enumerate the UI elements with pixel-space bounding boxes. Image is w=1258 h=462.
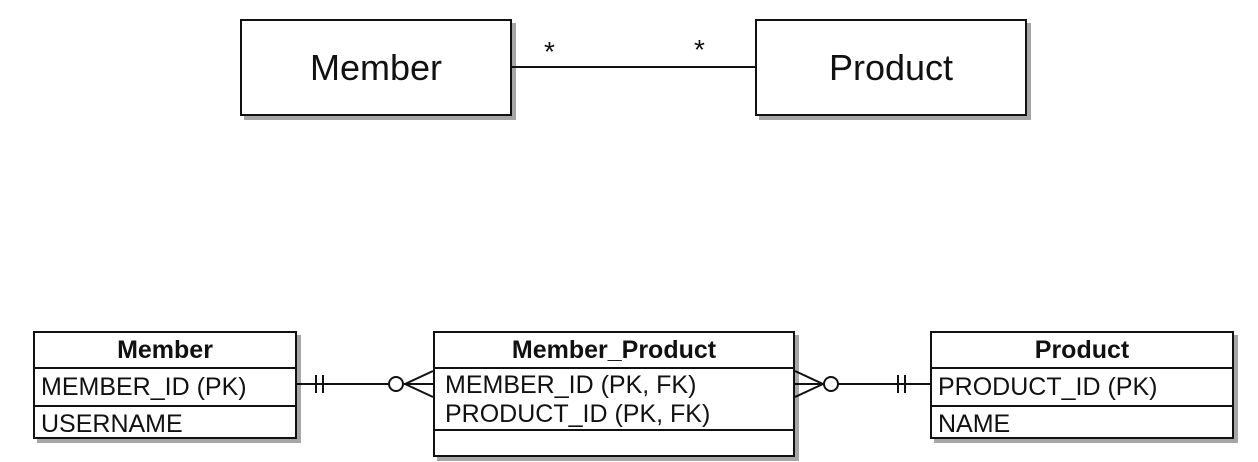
uml-class-product-label: Product	[828, 46, 954, 88]
erd-table-product-title: Product	[932, 333, 1232, 369]
erd-product-member-crow-1	[794, 370, 824, 385]
erd-table-product[interactable]: Product PRODUCT_ID (PK) NAME	[930, 331, 1234, 439]
erd-table-member-product[interactable]: Member_Product MEMBER_ID (PK, FK) PRODUC…	[433, 331, 795, 457]
erd-product-attr: NAME	[938, 410, 1011, 438]
erd-table-member[interactable]: Member MEMBER_ID (PK) USERNAME	[33, 331, 297, 439]
erd-product-member-zero-circle	[823, 376, 839, 392]
erd-table-member-title: Member	[35, 333, 295, 369]
erd-member-product-zero-circle	[388, 376, 404, 392]
uml-class-member[interactable]: Member	[240, 19, 512, 116]
erd-member-product-attr-section	[435, 431, 793, 457]
uml-class-member-label: Member	[309, 46, 443, 88]
erd-product-pk: PRODUCT_ID (PK)	[932, 369, 1232, 407]
erd-member-product-keys: MEMBER_ID (PK, FK) PRODUCT_ID (PK, FK)	[435, 369, 793, 431]
erd-member-product-key: MEMBER_ID (PK, FK)	[445, 371, 697, 399]
erd-member-product-crow-2	[404, 383, 434, 398]
erd-table-member-product-title: Member_Product	[435, 333, 793, 369]
erd-member-pk: MEMBER_ID (PK)	[35, 369, 295, 407]
erd-member-attr: USERNAME	[41, 410, 183, 438]
multiplicity-right: *	[694, 34, 705, 65]
multiplicity-left: *	[544, 36, 555, 67]
erd-member-product-crow-1	[404, 370, 434, 385]
erd-member-product-key: PRODUCT_ID (PK, FK)	[445, 400, 711, 428]
uml-class-product[interactable]: Product	[755, 19, 1027, 116]
erd-product-member-crow-2	[794, 383, 824, 398]
